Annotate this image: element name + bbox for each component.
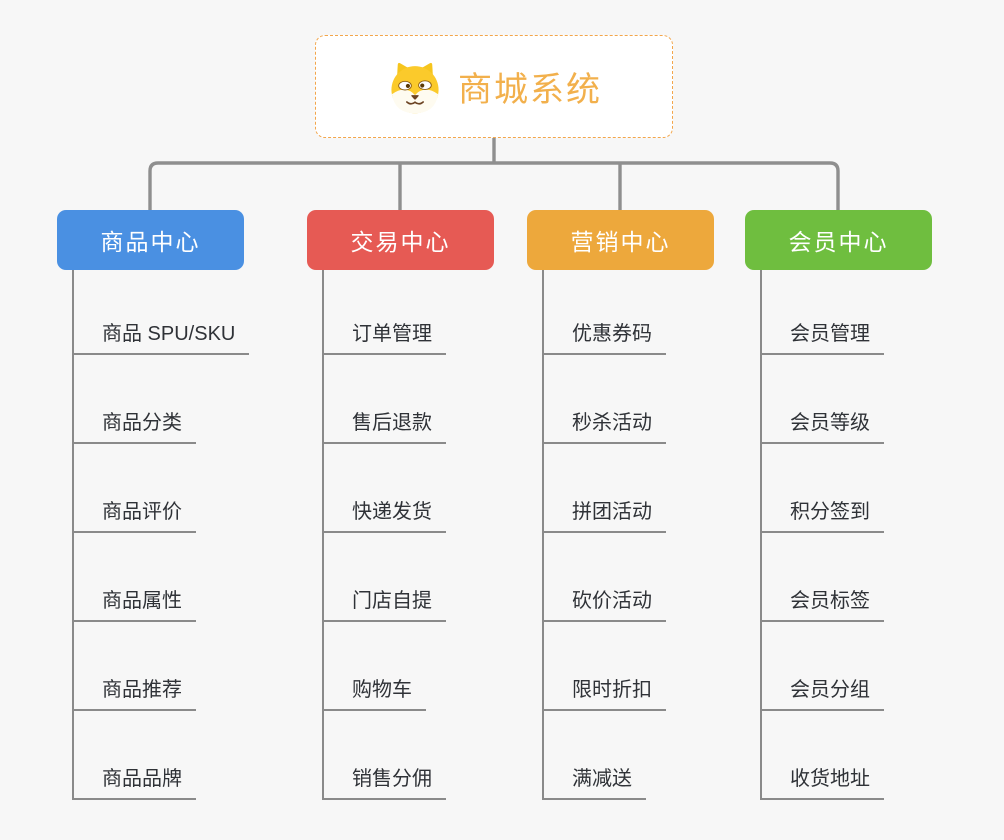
child-topic-row: 商品分类 (74, 355, 249, 444)
child-topic-row: 商品 SPU/SKU (74, 270, 250, 355)
child-topic[interactable]: 商品属性 (74, 584, 196, 622)
child-topic-row: 砍价活动 (544, 533, 666, 622)
root-topic[interactable]: 商城系统 (315, 35, 673, 138)
child-topic[interactable]: 销售分佣 (324, 762, 446, 800)
branch-topic-label: 商品中心 (100, 229, 201, 255)
child-topic[interactable]: 会员分组 (762, 673, 884, 711)
child-topic[interactable]: 商品品牌 (74, 762, 196, 800)
branch-topic-marketing[interactable]: 营销中心 (527, 210, 714, 270)
branch-topic-trade[interactable]: 交易中心 (307, 210, 494, 270)
child-topic-row: 商品属性 (74, 533, 249, 622)
child-topic-row: 会员管理 (762, 270, 884, 355)
child-topic[interactable]: 会员等级 (762, 406, 884, 444)
child-topic[interactable]: 订单管理 (324, 317, 446, 355)
child-topic-row: 积分签到 (762, 444, 884, 533)
child-topic[interactable]: 秒杀活动 (544, 406, 666, 444)
child-topic-row: 收货地址 (762, 711, 884, 800)
branch-topic-label: 会员中心 (788, 229, 889, 255)
child-topic-row: 会员分组 (762, 622, 884, 711)
child-topic[interactable]: 门店自提 (324, 584, 446, 622)
branch-rail-line (148, 161, 840, 210)
child-topic[interactable]: 拼团活动 (544, 495, 666, 533)
child-topic-row: 快递发货 (324, 444, 446, 533)
child-topic-row: 商品推荐 (74, 622, 249, 711)
child-topic-row: 会员标签 (762, 533, 884, 622)
child-topic-row: 销售分佣 (324, 711, 446, 800)
child-topic-row: 满减送 (544, 711, 666, 800)
branch-children-products: 商品 SPU/SKU 商品分类 商品评价 商品属性 商品推荐 商品品牌 (72, 270, 250, 800)
dog-face-icon (391, 62, 439, 113)
branch-children-members: 会员管理 会员等级 积分签到 会员标签 会员分组 收货地址 (760, 270, 884, 800)
child-topic[interactable]: 售后退款 (324, 406, 446, 444)
child-topic-row: 订单管理 (324, 270, 446, 355)
child-topic-row: 商品评价 (74, 444, 249, 533)
branch-children-marketing: 优惠券码 秒杀活动 拼团活动 砍价活动 限时折扣 满减送 (542, 270, 666, 800)
child-topic-row: 秒杀活动 (544, 355, 666, 444)
branch-topic-label: 交易中心 (350, 229, 451, 255)
child-topic[interactable]: 快递发货 (324, 495, 446, 533)
child-topic-row: 限时折扣 (544, 622, 666, 711)
branch-topic-products[interactable]: 商品中心 (57, 210, 244, 270)
child-topic[interactable]: 商品分类 (74, 406, 196, 444)
child-topic-row: 会员等级 (762, 355, 884, 444)
child-topic[interactable]: 收货地址 (762, 762, 884, 800)
child-topic[interactable]: 砍价活动 (544, 584, 666, 622)
branch-children-trade: 订单管理 售后退款 快递发货 门店自提 购物车 销售分佣 (322, 270, 446, 800)
branch-topic-members[interactable]: 会员中心 (745, 210, 932, 270)
child-topic[interactable]: 商品 SPU/SKU (74, 317, 250, 355)
child-topic[interactable]: 商品评价 (74, 495, 196, 533)
child-topic-row: 优惠券码 (544, 270, 666, 355)
child-topic-row: 购物车 (324, 622, 446, 711)
child-topic-row: 售后退款 (324, 355, 446, 444)
child-topic[interactable]: 优惠券码 (544, 317, 666, 355)
child-topic[interactable]: 会员标签 (762, 584, 884, 622)
child-topic[interactable]: 满减送 (544, 762, 646, 800)
child-topic-row: 拼团活动 (544, 444, 666, 533)
child-topic[interactable]: 限时折扣 (544, 673, 666, 711)
child-topic-row: 商品品牌 (74, 711, 249, 800)
child-topic[interactable]: 购物车 (324, 673, 426, 711)
child-topic[interactable]: 积分签到 (762, 495, 884, 533)
branch-topic-label: 营销中心 (570, 229, 671, 255)
child-topic[interactable]: 会员管理 (762, 317, 884, 355)
child-topic[interactable]: 商品推荐 (74, 673, 196, 711)
child-topic-row: 门店自提 (324, 533, 446, 622)
root-topic-title: 商城系统 (458, 71, 602, 109)
